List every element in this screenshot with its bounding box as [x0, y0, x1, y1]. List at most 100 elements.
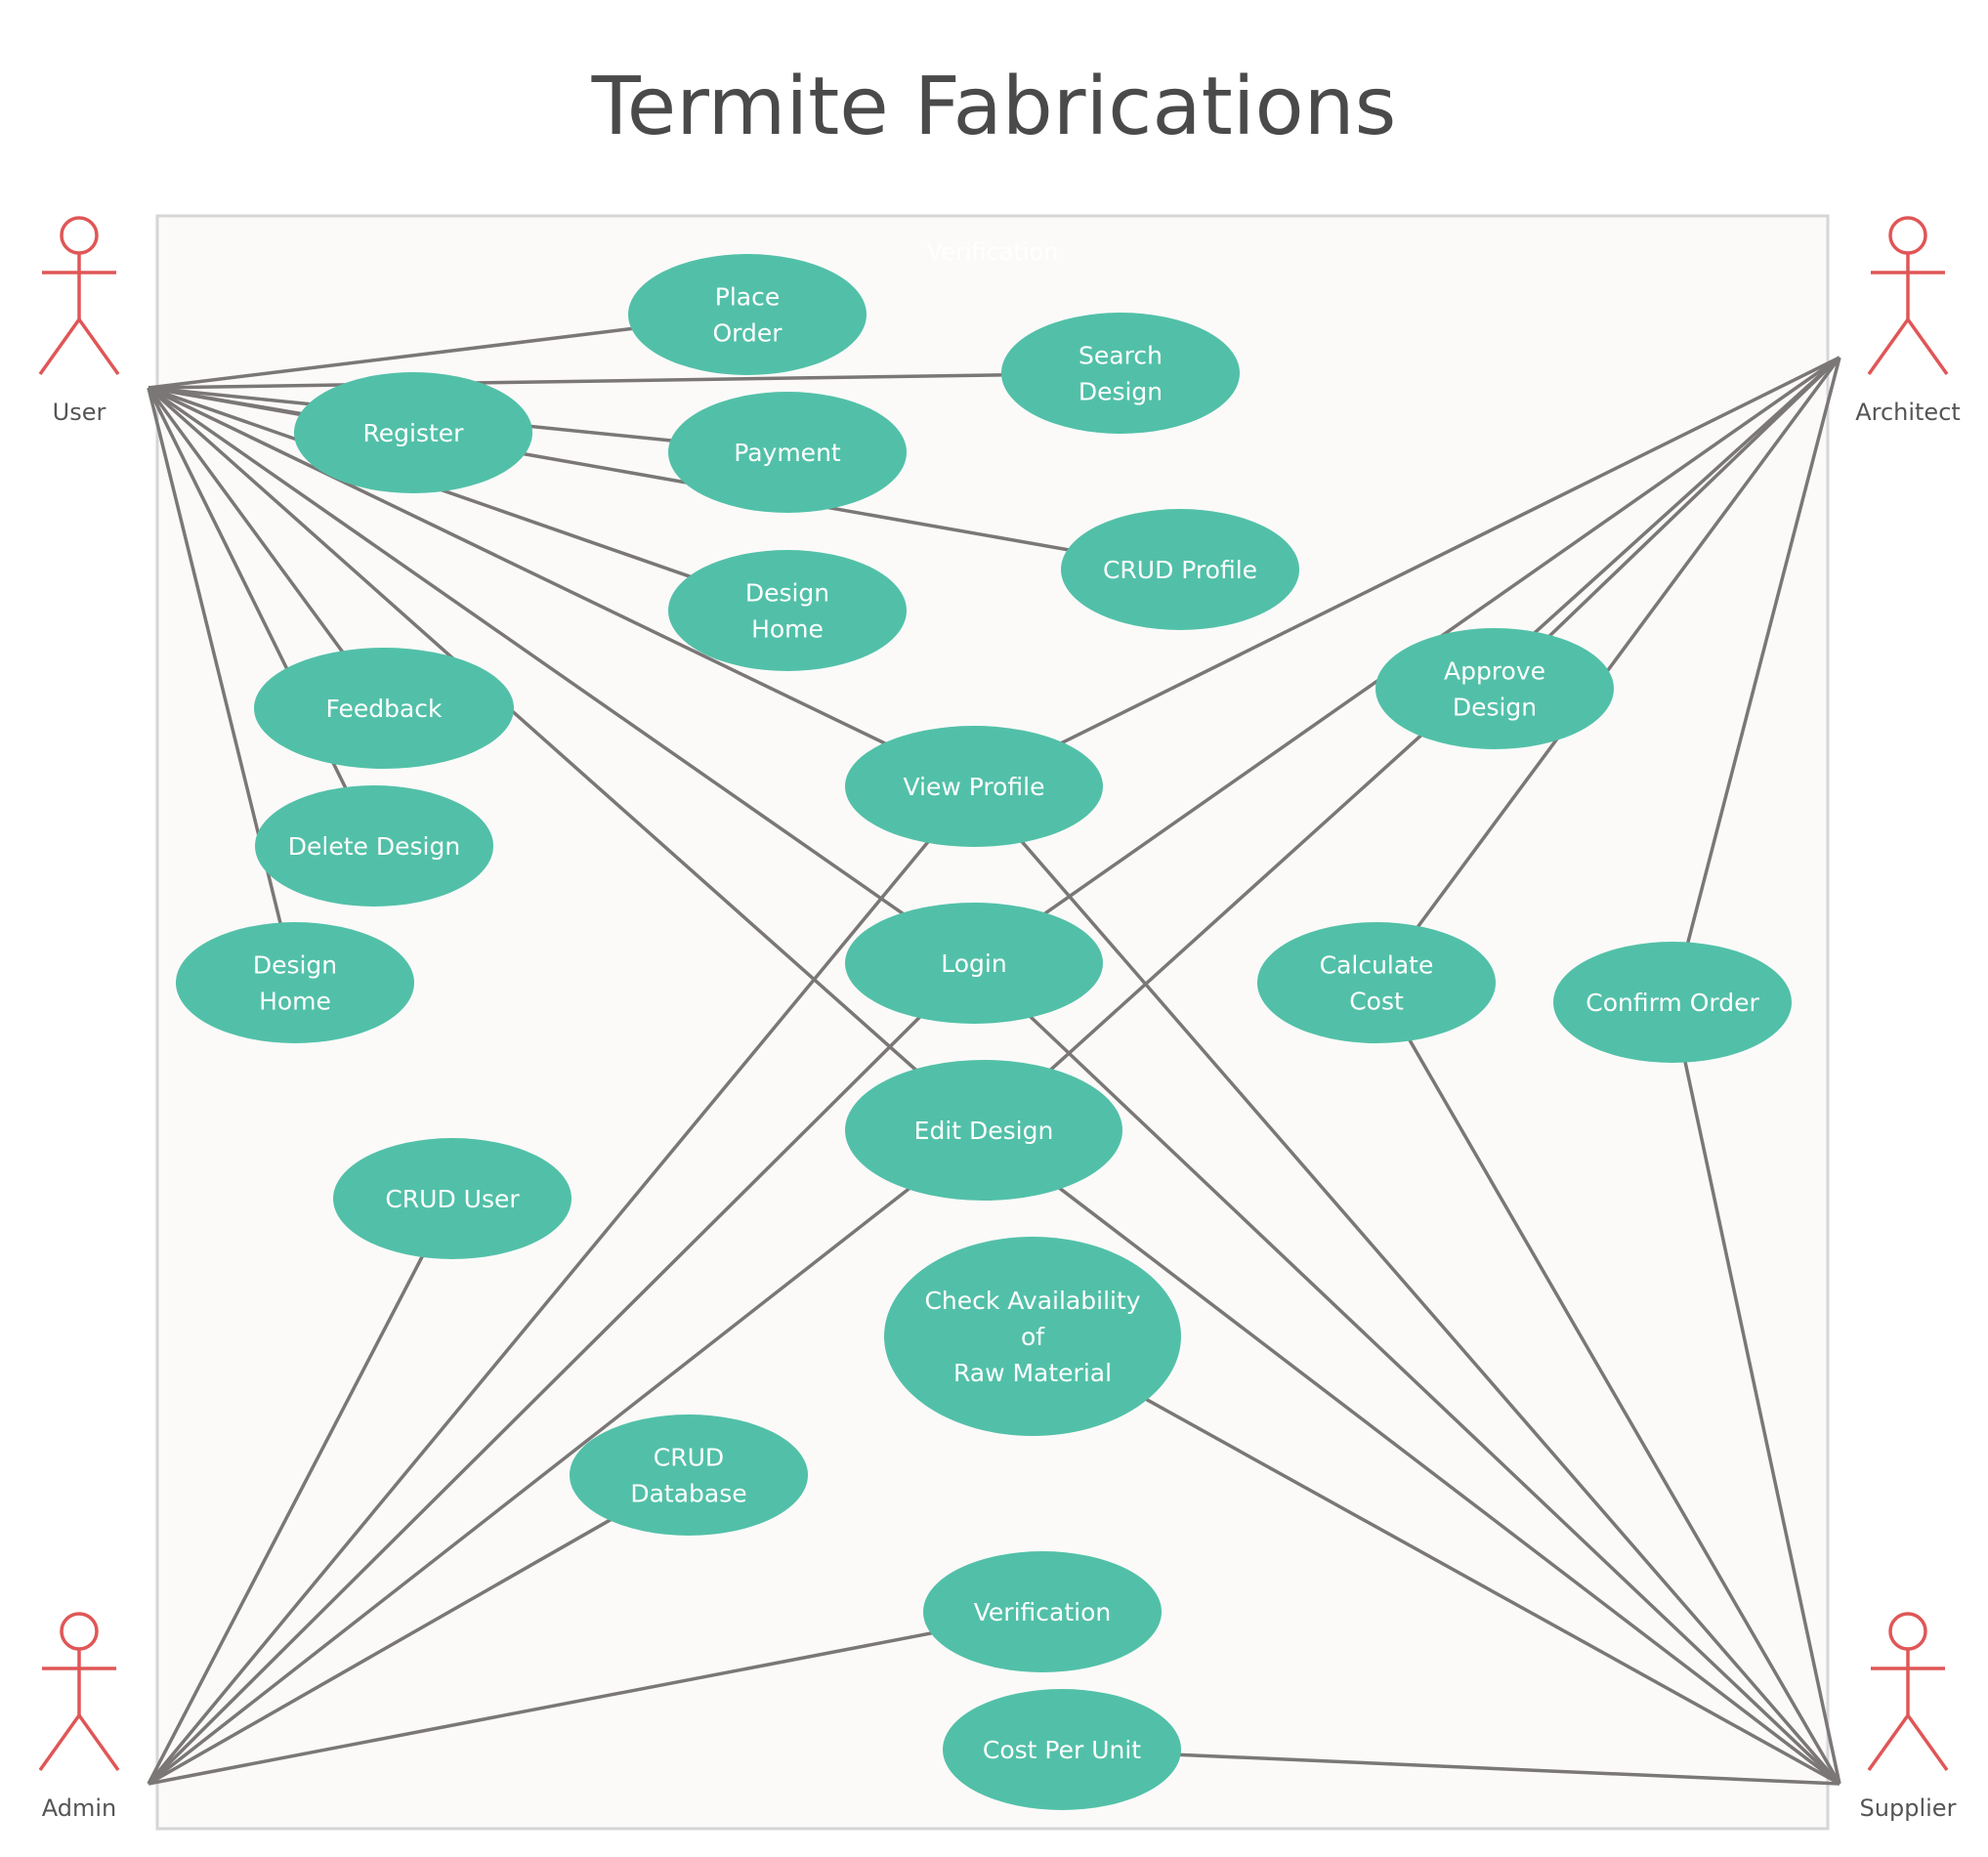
use-case-label: Approve — [1444, 657, 1545, 686]
use-case-ellipse — [1061, 509, 1299, 630]
use-case-label: CRUD — [654, 1444, 724, 1472]
actor-figure-icon — [38, 1612, 120, 1772]
use-case-label: CRUD User — [385, 1185, 520, 1213]
use-case-ellipse — [923, 1551, 1162, 1672]
actor-label: Supplier — [1860, 1794, 1957, 1822]
use-case-ellipse — [333, 1138, 571, 1259]
use-case-ellipse — [845, 726, 1103, 847]
use-case-label: Edit Design — [914, 1117, 1054, 1145]
actor-admin[interactable]: Admin — [38, 1612, 120, 1822]
use-case-label: Check Availability — [924, 1287, 1140, 1315]
association-user-view-profile — [148, 386, 975, 788]
use-case-label: Home — [751, 615, 824, 644]
use-case-label: Register — [363, 419, 465, 447]
use-case-label: Verification — [974, 1598, 1111, 1626]
association-supplier-confirm-order — [1671, 1001, 1841, 1785]
use-case-ellipse — [668, 550, 907, 671]
use-case-label: Design — [253, 951, 337, 980]
use-cases: PlaceOrderSearchDesignRegisterPaymentCRU… — [176, 254, 1792, 1810]
use-case-ellipse — [845, 903, 1103, 1024]
association-admin-verification — [148, 1610, 1043, 1786]
use-case-ellipse — [943, 1689, 1181, 1810]
use-case-register[interactable]: Register — [294, 372, 532, 493]
association-supplier-cost-per-unit — [1061, 1748, 1840, 1786]
use-case-label: Search — [1079, 342, 1163, 370]
use-case-cost-per-unit[interactable]: Cost Per Unit — [943, 1689, 1181, 1810]
use-case-login[interactable]: Login — [845, 903, 1103, 1024]
actor-label: Admin — [42, 1794, 117, 1822]
use-case-label: Raw Material — [953, 1359, 1112, 1387]
use-case-ellipse — [1257, 922, 1496, 1043]
actor-figure-icon — [38, 216, 120, 376]
use-case-label: Confirm Order — [1586, 989, 1759, 1017]
use-case-label: Order — [712, 319, 783, 348]
use-case-label: Login — [941, 950, 1006, 978]
use-case-label: Feedback — [325, 695, 443, 723]
association-user-design-home-1 — [148, 386, 788, 612]
use-case-label: Cost Per Unit — [983, 1736, 1141, 1764]
actor-figure-icon — [1867, 216, 1949, 376]
use-case-crud-profile[interactable]: CRUD Profile — [1061, 509, 1299, 630]
system-boundary-label: Verification — [927, 238, 1059, 266]
association-supplier-edit-design — [982, 1128, 1841, 1786]
use-case-ellipse — [1375, 628, 1614, 749]
use-case-ellipse — [254, 648, 514, 769]
use-case-ellipse — [255, 785, 493, 907]
association-user-delete-design — [147, 387, 376, 847]
association-architect-approve-design — [1493, 356, 1841, 691]
use-case-crud-user[interactable]: CRUD User — [333, 1138, 571, 1259]
use-case-label: CRUD Profile — [1103, 556, 1257, 584]
diagram-title: Termite Fabrications — [591, 61, 1397, 153]
use-case-ellipse — [1553, 942, 1792, 1063]
use-case-ellipse — [884, 1237, 1181, 1436]
use-case-label: Design — [745, 579, 829, 608]
actor-user[interactable]: User — [38, 216, 120, 426]
use-case-ellipse — [1001, 313, 1240, 434]
actor-label: User — [53, 399, 106, 426]
use-case-payment[interactable]: Payment — [668, 392, 907, 513]
association-admin-login — [147, 961, 976, 1786]
association-admin-edit-design — [147, 1128, 986, 1786]
use-case-ellipse — [628, 254, 867, 375]
use-case-view-profile[interactable]: View Profile — [845, 726, 1103, 847]
actor-architect[interactable]: Architect — [1855, 216, 1961, 426]
use-case-label: View Profile — [903, 773, 1044, 801]
association-supplier-login — [972, 961, 1841, 1786]
association-supplier-check-availability — [1032, 1334, 1840, 1786]
use-case-label: Place — [715, 283, 780, 312]
use-case-feedback[interactable]: Feedback — [254, 648, 514, 769]
use-case-edit-design[interactable]: Edit Design — [845, 1060, 1122, 1201]
actor-supplier[interactable]: Supplier — [1860, 1612, 1957, 1822]
actor-label: Architect — [1855, 399, 1961, 426]
association-supplier-calculate-cost — [1375, 982, 1841, 1785]
association-architect-view-profile — [973, 356, 1840, 788]
association-supplier-view-profile — [972, 784, 1841, 1786]
use-case-confirm-order[interactable]: Confirm Order — [1553, 942, 1792, 1063]
use-case-ellipse — [845, 1060, 1122, 1201]
use-case-verification[interactable]: Verification — [923, 1551, 1162, 1672]
use-case-ellipse — [176, 922, 414, 1043]
use-case-label: Delete Design — [288, 832, 460, 861]
use-case-label: Payment — [734, 439, 841, 467]
use-case-ellipse — [570, 1414, 808, 1536]
association-user-design-home-2 — [147, 387, 297, 984]
use-case-ellipse — [668, 392, 907, 513]
use-case-label: Design — [1079, 378, 1163, 406]
use-case-delete-design[interactable]: Delete Design — [255, 785, 493, 907]
association-architect-confirm-order — [1671, 357, 1841, 1003]
association-admin-crud-database — [148, 1473, 690, 1786]
use-case-label: Cost — [1349, 988, 1404, 1016]
association-admin-crud-user — [147, 1198, 454, 1785]
association-admin-view-profile — [147, 784, 976, 1786]
use-case-label: Design — [1453, 694, 1537, 722]
